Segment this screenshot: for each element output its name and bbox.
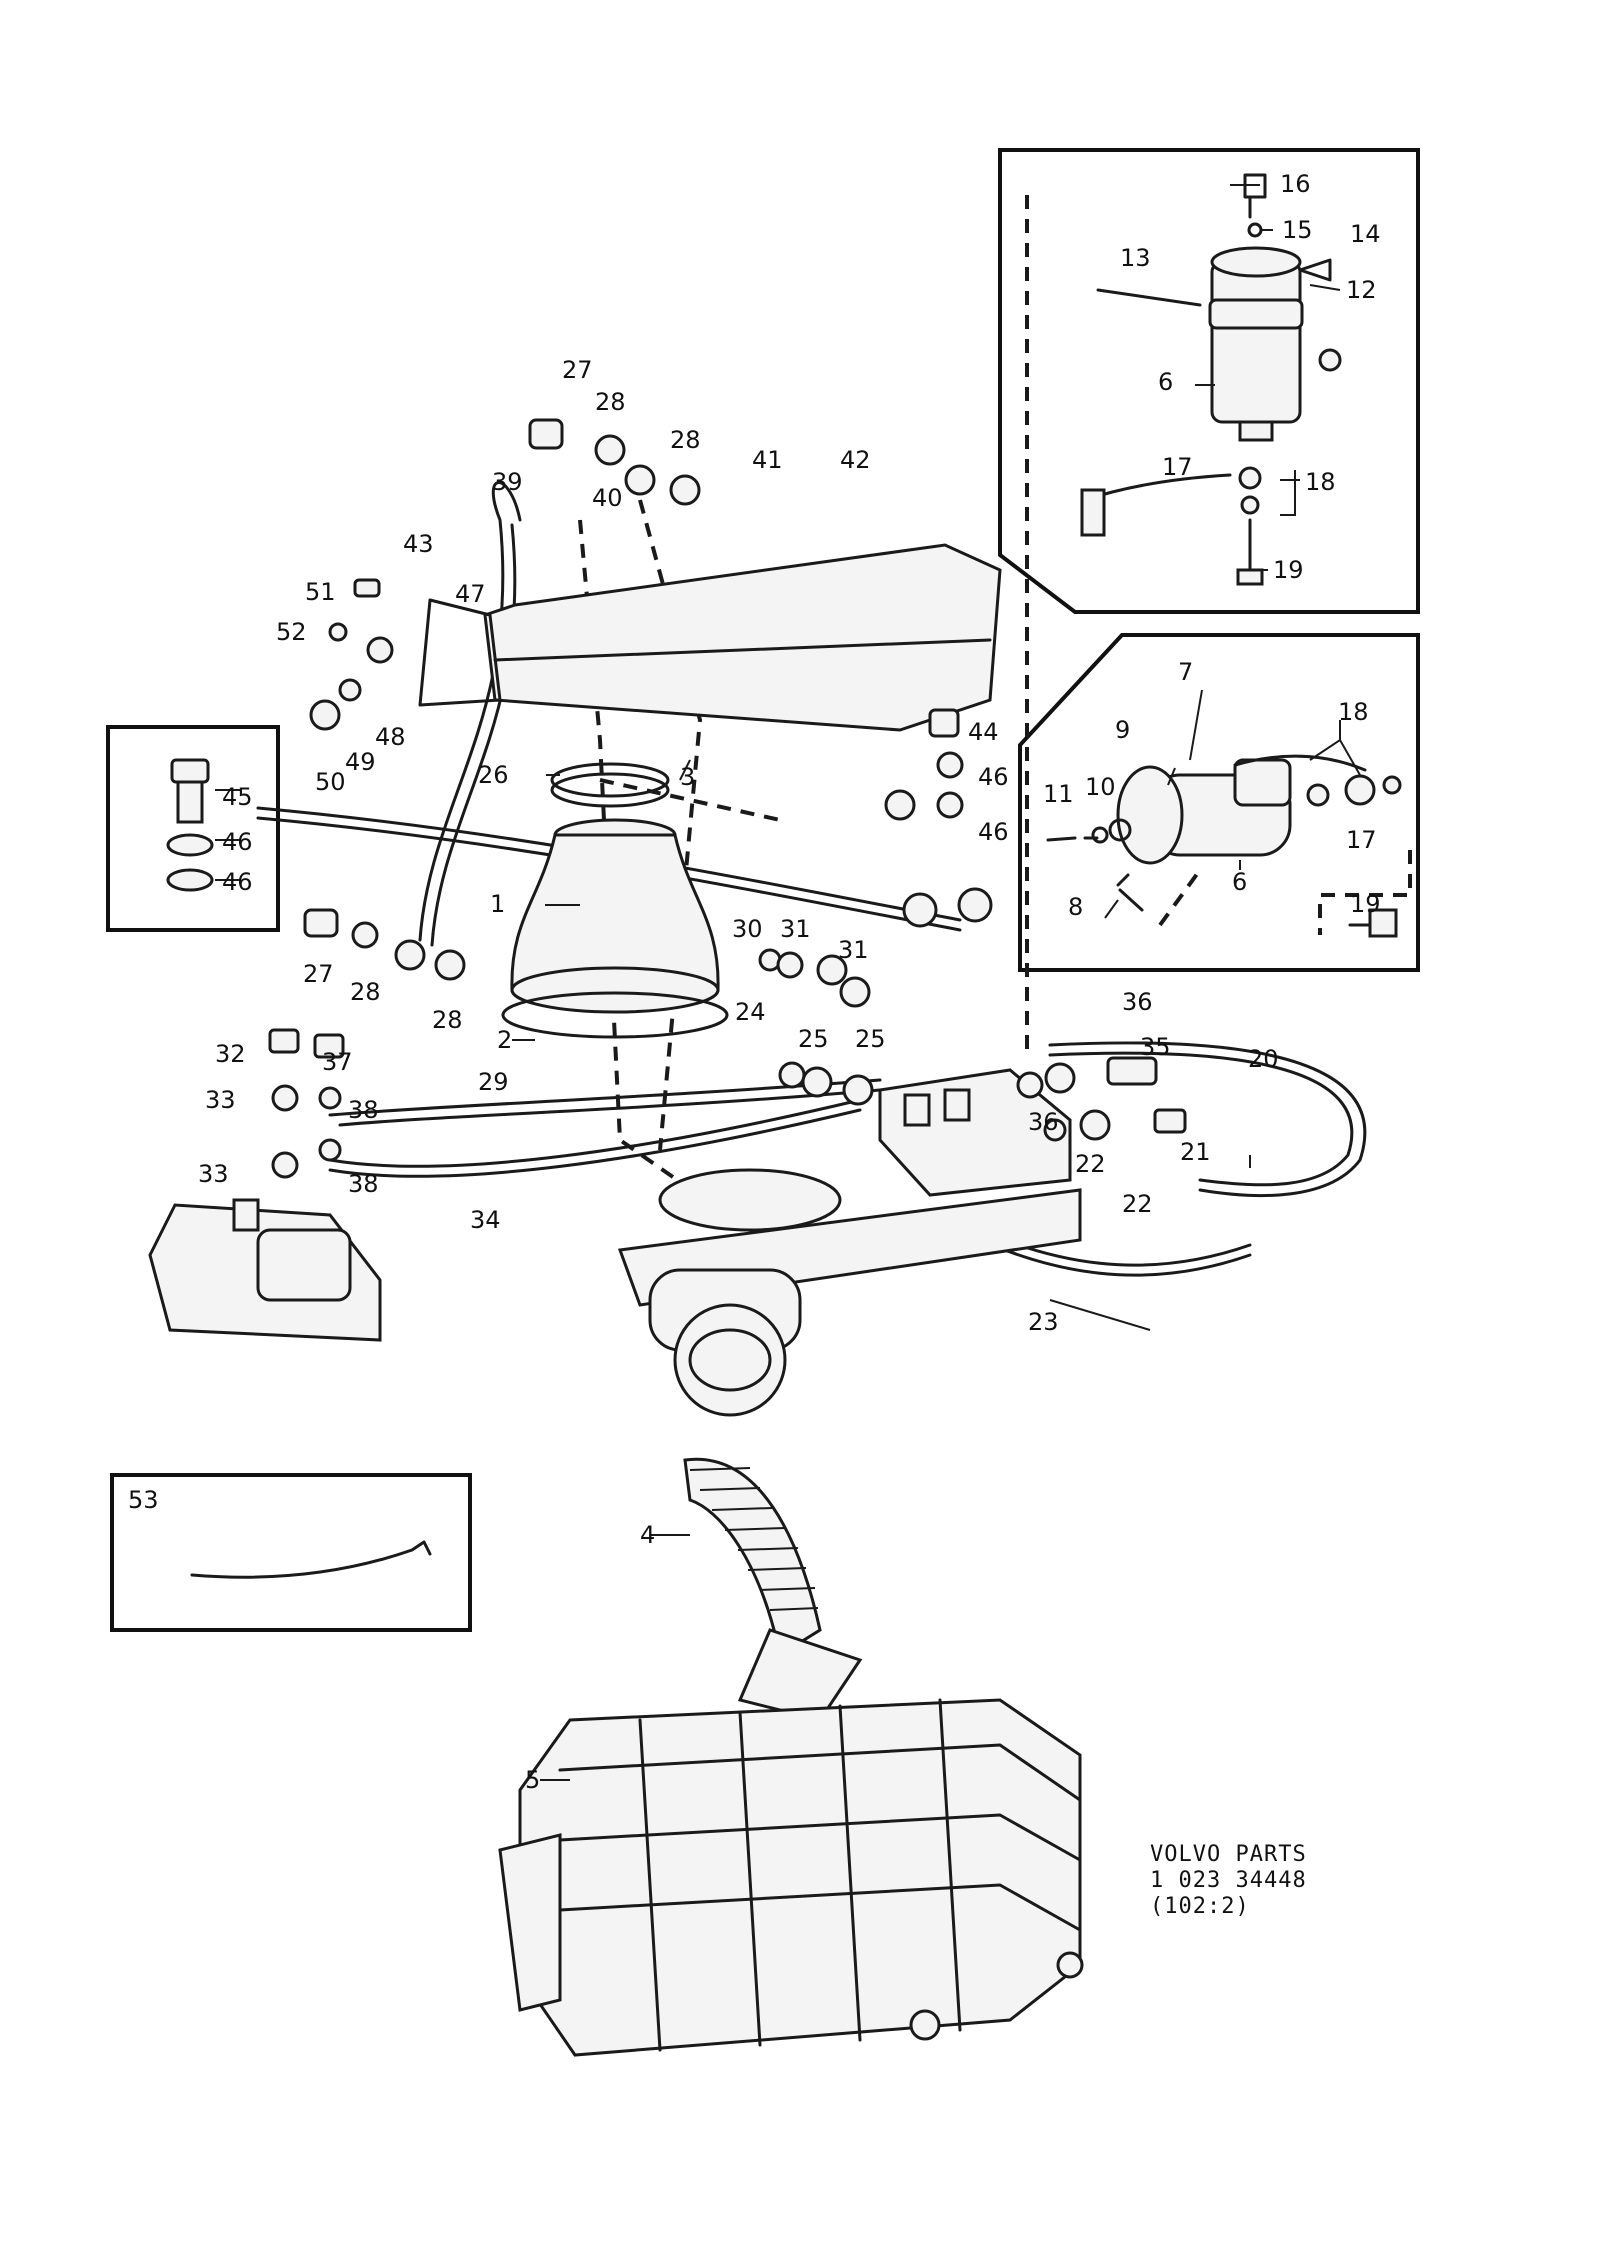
inset-box-banjo-bolt [106,725,280,932]
callout-label: 34 [470,1206,501,1234]
fasteners [268,418,1187,1179]
callout-label: 29 [478,1068,509,1096]
callout-label: 47 [455,580,486,608]
left-housing [148,1198,382,1342]
callout-label: 11 [1043,780,1074,808]
caption-line-2: 1 023 34448 [1150,1868,1307,1893]
callout-label: 19 [1350,890,1381,918]
callout-label: 30 [732,915,763,943]
callout-label: 35 [1140,1033,1171,1061]
inset-box-fan-motor [1018,633,1420,972]
callout-label: 50 [315,768,346,796]
callout-label: 28 [595,388,626,416]
callout-label: 49 [345,748,376,776]
callout-label: 20 [1248,1045,1279,1073]
callout-label: 51 [305,578,336,606]
callout-label: 16 [1280,170,1311,198]
callout-label: 23 [1028,1308,1059,1336]
callout-label: 31 [780,915,811,943]
callout-label: 36 [1028,1108,1059,1136]
callout-label: 10 [1085,773,1116,801]
caption-line-3: (102:2) [1150,1894,1250,1919]
valve-cover [418,543,1002,732]
callout-label: 28 [670,426,701,454]
callout-label: 1 [490,890,505,918]
callout-labels: 1 2 3 4 5 6 6 7 8 9 10 11 12 13 14 15 16… [128,170,1381,1794]
callout-label: 6 [1158,368,1173,396]
callout-label: 37 [322,1048,353,1076]
callout-label: 52 [276,618,307,646]
callout-label: 42 [840,446,871,474]
callout-label: 7 [1178,658,1193,686]
callout-label: 27 [562,356,593,384]
callout-label: 44 [968,718,999,746]
callout-label: 13 [1120,244,1151,272]
callout-label: 5 [525,1766,540,1794]
callout-label: 17 [1162,453,1193,481]
callout-label: 15 [1282,216,1313,244]
callout-label: 6 [1232,868,1247,896]
callout-label: 38 [348,1096,379,1124]
callout-label: 3 [680,763,695,791]
callout-label: 26 [478,761,509,789]
callout-label: 8 [1068,893,1083,921]
callout-label: 45 [222,783,253,811]
cable-tie [190,1540,432,1579]
leader-lines [215,184,1361,1781]
callout-label: 53 [128,1486,159,1514]
throttle-base [617,1168,1082,1417]
callout-label: 25 [855,1025,886,1053]
callout-label: 22 [1122,1190,1153,1218]
corrugated-hose [683,1457,863,1722]
inset-box-cable-tie [110,1473,472,1632]
callout-label: 9 [1115,716,1130,744]
callout-label: 46 [978,818,1009,846]
callout-label: 12 [1346,276,1377,304]
callout-label: 31 [838,936,869,964]
callout-label: 27 [303,960,334,988]
fan-motor-assembly [1046,754,1412,938]
callout-label: 21 [1180,1138,1211,1166]
callout-label: 32 [215,1040,246,1068]
callout-label: 22 [1075,1150,1106,1178]
callout-label: 19 [1273,556,1304,584]
callout-label: 46 [978,763,1009,791]
callout-label: 38 [348,1170,379,1198]
inset-box-filter-heater [998,148,1420,614]
callout-label: 41 [752,446,783,474]
banjo-bolt-assembly [166,758,214,892]
callout-label: 18 [1305,468,1336,496]
callout-label: 46 [222,828,253,856]
callout-label: 33 [205,1086,236,1114]
callout-label: 39 [492,468,523,496]
air-filter-housing [498,1698,1084,2057]
hoses [256,481,1367,1277]
callout-label: 28 [432,1006,463,1034]
callout-label: 2 [497,1026,512,1054]
parts-caption: VOLVO PARTS 1 023 34448 (102:2) [1150,1842,1307,1920]
callout-label: 40 [592,484,623,512]
callout-label: 18 [1338,698,1369,726]
callout-label: 36 [1122,988,1153,1016]
callout-label: 28 [350,978,381,1006]
callout-label: 14 [1350,220,1381,248]
distributor-block [878,1068,1072,1197]
callout-label: 24 [735,998,766,1026]
callout-label: 33 [198,1160,229,1188]
callout-label: 25 [798,1025,829,1053]
callout-label: 4 [640,1521,655,1549]
callout-label: 43 [403,530,434,558]
callout-label: 46 [222,868,253,896]
callout-label: 17 [1346,826,1377,854]
caption-line-1: VOLVO PARTS [1150,1842,1307,1867]
callout-label: 48 [375,723,406,751]
intake-funnel [501,762,729,1039]
